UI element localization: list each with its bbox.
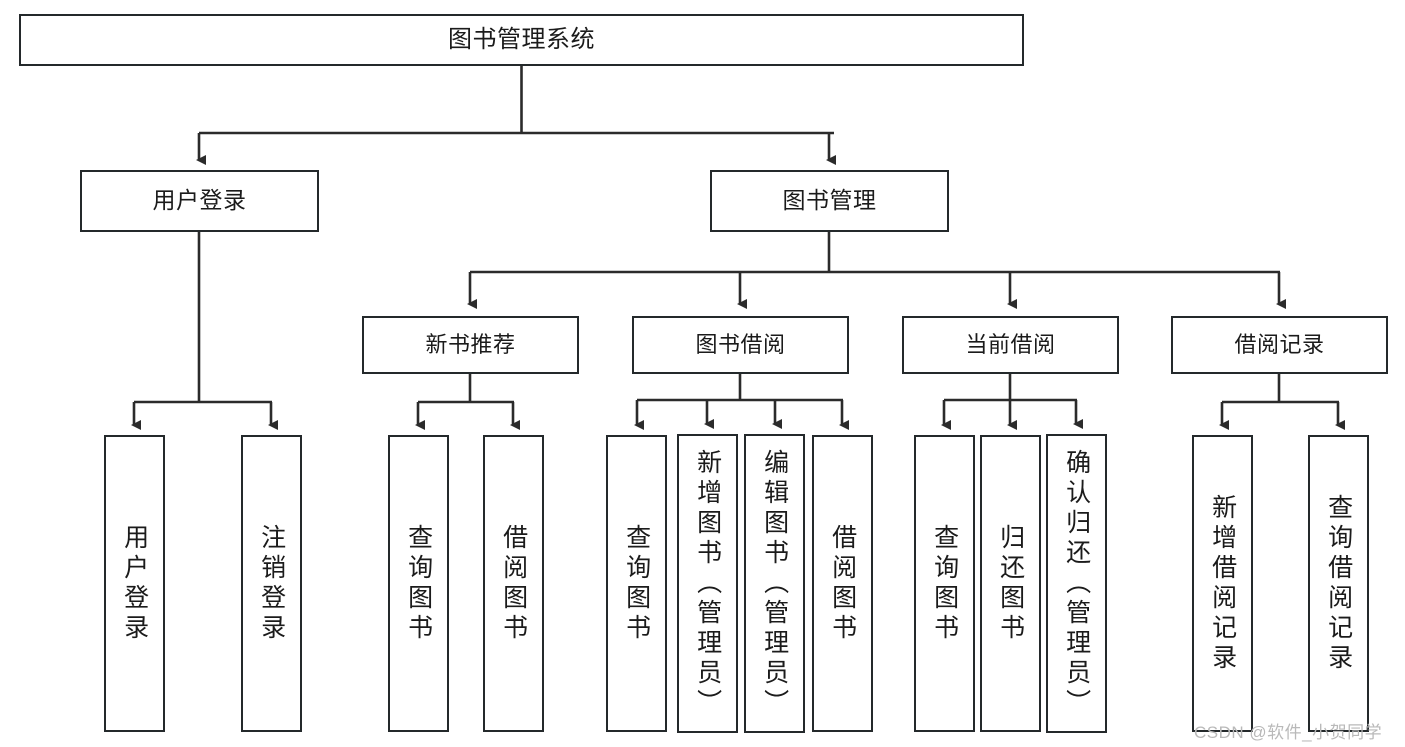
node-label: 新增图书（管理员）: [693, 448, 722, 719]
node-label: 用户登录: [152, 187, 247, 214]
node-label: 查询图书: [622, 523, 651, 644]
node-label: 查询借阅记录: [1324, 493, 1353, 674]
node-label: 图书管理系统: [448, 25, 595, 53]
node-book-borrowing[interactable]: 图书借阅: [632, 316, 849, 374]
node-leaf-return-book[interactable]: 归还图书: [980, 435, 1041, 732]
node-label: 用户登录: [120, 523, 149, 644]
node-leaf-query-book-3[interactable]: 查询图书: [914, 435, 975, 732]
node-root-book-management-system[interactable]: 图书管理系统: [19, 14, 1024, 66]
node-label: 借阅图书: [499, 523, 528, 644]
node-leaf-query-book-1[interactable]: 查询图书: [388, 435, 449, 732]
node-leaf-borrow-book-1[interactable]: 借阅图书: [483, 435, 544, 732]
node-label: 确认归还（管理员）: [1062, 448, 1091, 719]
node-leaf-add-borrow-record[interactable]: 新增借阅记录: [1192, 435, 1253, 732]
node-label: 新书推荐: [425, 332, 516, 358]
node-current-borrowing[interactable]: 当前借阅: [902, 316, 1119, 374]
node-leaf-confirm-return-admin[interactable]: 确认归还（管理员）: [1046, 434, 1107, 733]
node-user-login[interactable]: 用户登录: [80, 170, 319, 232]
node-leaf-query-book-2[interactable]: 查询图书: [606, 435, 667, 732]
node-leaf-user-login[interactable]: 用户登录: [104, 435, 165, 732]
node-label: 当前借阅: [965, 332, 1056, 358]
node-label: 编辑图书（管理员）: [760, 448, 789, 719]
node-borrowing-record[interactable]: 借阅记录: [1171, 316, 1388, 374]
node-book-management[interactable]: 图书管理: [710, 170, 949, 232]
node-leaf-edit-book-admin[interactable]: 编辑图书（管理员）: [744, 434, 805, 733]
node-leaf-logout[interactable]: 注销登录: [241, 435, 302, 732]
node-label: 借阅图书: [828, 523, 857, 644]
node-label: 图书借阅: [695, 332, 786, 358]
node-label: 新增借阅记录: [1208, 493, 1237, 674]
csdn-watermark: CSDN @软件_小贺同学: [1194, 723, 1383, 742]
node-leaf-add-book-admin[interactable]: 新增图书（管理员）: [677, 434, 738, 733]
node-new-book-recommendation[interactable]: 新书推荐: [362, 316, 579, 374]
node-label: 归还图书: [996, 523, 1025, 644]
node-label: 查询图书: [404, 523, 433, 644]
node-label: 借阅记录: [1234, 332, 1325, 358]
node-label: 注销登录: [257, 523, 286, 644]
node-leaf-borrow-book-2[interactable]: 借阅图书: [812, 435, 873, 732]
node-label: 图书管理: [782, 187, 877, 214]
node-label: 查询图书: [930, 523, 959, 644]
node-leaf-query-borrow-record[interactable]: 查询借阅记录: [1308, 435, 1369, 732]
